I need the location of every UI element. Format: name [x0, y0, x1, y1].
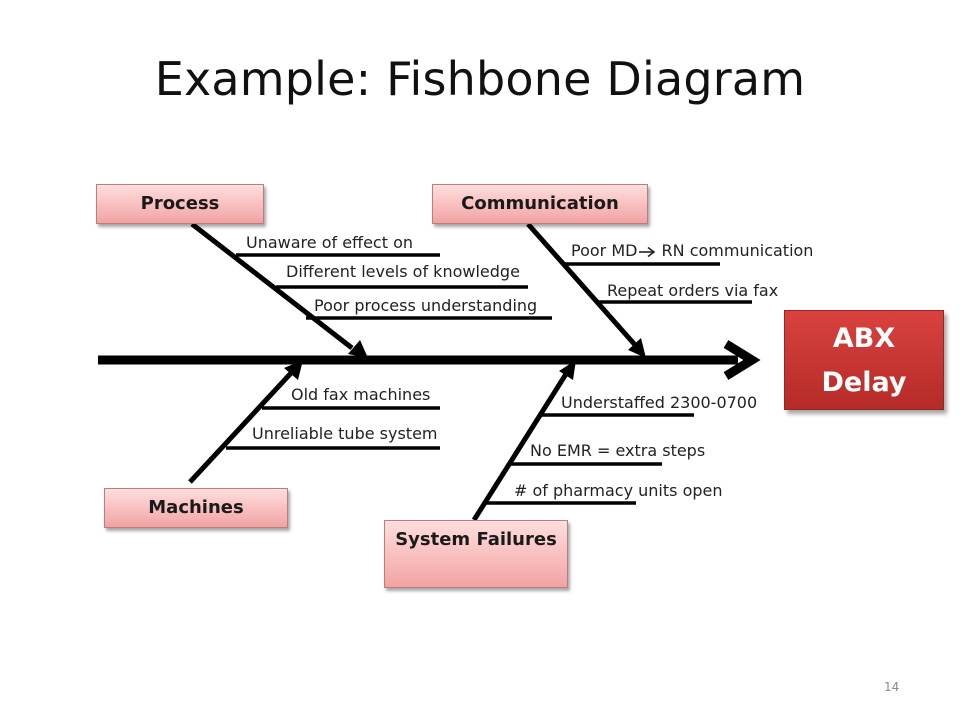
process-bone-arrowhead [348, 340, 368, 358]
machines-cause-1: Old fax machines [291, 385, 431, 404]
effect-box: ABX Delay [784, 310, 944, 410]
slide-title: Example: Fishbone Diagram [154, 52, 806, 106]
right-arrow-icon [639, 246, 656, 257]
system-failures-bone-arrowhead [559, 360, 576, 380]
spine-arrowhead [723, 340, 761, 380]
communication-box: Communication [432, 184, 648, 224]
process-bone [190, 222, 354, 350]
communication-bone [526, 222, 638, 348]
page-number: 14 [884, 680, 900, 694]
machines-cause-2: Unreliable tube system [252, 424, 438, 443]
communication-cause-1: Poor MD RN communication [571, 241, 813, 260]
machines-box: Machines [104, 488, 288, 528]
system-failures-cause-2: No EMR = extra steps [530, 441, 706, 460]
process-cause-2: Different levels of knowledge [286, 262, 520, 281]
effect-label-line-2: Delay [821, 367, 907, 398]
process-cause-3: Poor process understanding [314, 296, 538, 315]
system-failures-cause-3: # of pharmacy units open [514, 481, 723, 500]
system-failures-label: System Failures [395, 529, 557, 550]
effect-label-line-1: ABX [832, 323, 896, 354]
communication-bone-arrowhead [628, 338, 646, 358]
process-cause-1: Unaware of effect on [246, 233, 414, 252]
process-label: Process [140, 193, 220, 214]
communication-label: Communication [461, 193, 619, 214]
machines-bone [188, 370, 294, 484]
communication-cause-1-part-2: RN communication [656, 241, 814, 260]
machines-bone-arrowhead [284, 360, 303, 380]
machines-label: Machines [148, 497, 244, 518]
system-failures-box: System Failures [384, 520, 568, 588]
system-failures-bone [471, 372, 569, 522]
communication-cause-2: Repeat orders via fax [607, 281, 779, 300]
system-failures-cause-1: Understaffed 2300-0700 [561, 393, 758, 412]
process-box: Process [96, 184, 264, 224]
communication-cause-1-part-1: Poor MD [571, 241, 638, 260]
